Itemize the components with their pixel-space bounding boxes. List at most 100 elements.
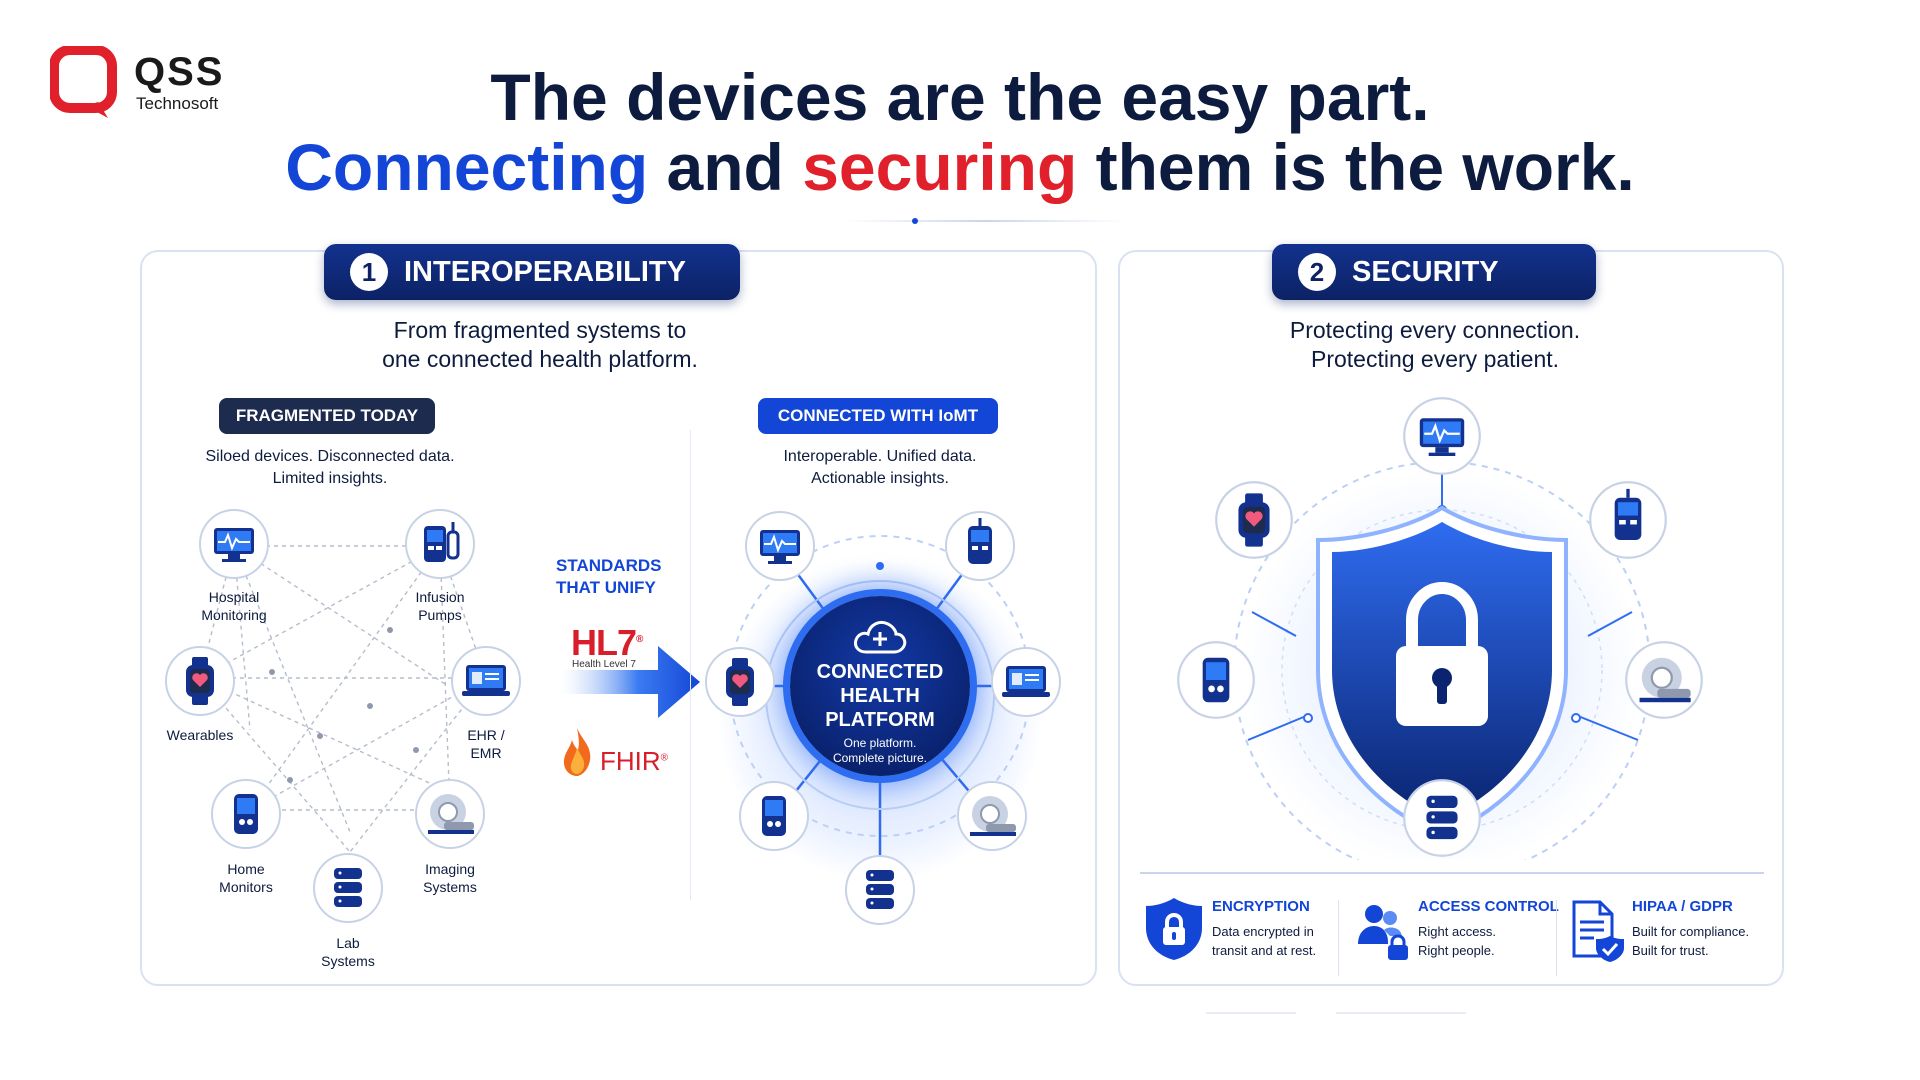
headline-divider bbox=[845, 220, 1125, 222]
users-lock-icon bbox=[1358, 905, 1408, 960]
home-monitor-icon bbox=[739, 781, 809, 851]
monitor-icon bbox=[1403, 397, 1481, 475]
feature-separator-2 bbox=[1556, 900, 1557, 976]
smartwatch-icon bbox=[1215, 481, 1293, 559]
connected-device-ehr bbox=[990, 646, 1062, 718]
database-icon bbox=[313, 853, 383, 923]
security-device-database bbox=[1402, 778, 1482, 858]
label-ehr-emr: EHR /EMR bbox=[467, 727, 505, 761]
connected-caption-line-1: Interoperable. Unified data. bbox=[783, 448, 977, 465]
connected-device-home-monitor bbox=[738, 780, 810, 852]
logo-subtitle: Technosoft bbox=[136, 94, 219, 113]
monitor-icon bbox=[199, 509, 269, 579]
feature-hipaa-gdpr-title: HIPAA / GDPR bbox=[1632, 898, 1733, 915]
device-wearables bbox=[164, 645, 236, 717]
security-device-infusion bbox=[1588, 480, 1668, 560]
document-check-icon bbox=[1572, 900, 1624, 962]
imaging-scanner-icon bbox=[415, 779, 485, 849]
home-monitor-icon bbox=[1177, 641, 1255, 719]
security-title: SECURITY bbox=[1352, 255, 1499, 288]
device-ehr-emr bbox=[450, 645, 522, 717]
headline-and: and bbox=[648, 130, 803, 204]
security-device-home-monitor bbox=[1176, 640, 1256, 720]
qss-logo: QSS Technosoft bbox=[50, 46, 250, 126]
infusion-pump-icon bbox=[1589, 481, 1667, 559]
fhir-flame-icon bbox=[563, 728, 591, 776]
smartwatch-icon bbox=[705, 647, 775, 717]
interop-subtitle-line-1: From fragmented systems to bbox=[393, 317, 687, 343]
headline-line-1: The devices are the easy part. bbox=[490, 60, 1430, 134]
shield-lock-icon bbox=[1146, 898, 1202, 960]
database-icon bbox=[1403, 779, 1481, 857]
headline-securing: securing bbox=[802, 130, 1078, 204]
logo-name: QSS bbox=[134, 50, 225, 94]
security-device-monitor bbox=[1402, 396, 1482, 476]
interop-subtitle-line-2: one connected health platform. bbox=[382, 346, 698, 372]
feature-access-control-text: Right access.Right people. bbox=[1418, 924, 1497, 958]
label-wearables: Wearables bbox=[166, 727, 234, 743]
connected-device-database bbox=[844, 854, 916, 926]
home-monitor-icon bbox=[211, 779, 281, 849]
security-device-wearable bbox=[1214, 480, 1294, 560]
hl7-logo: HL7® bbox=[571, 622, 643, 663]
footer-decoration-2 bbox=[1336, 1012, 1466, 1014]
smartwatch-icon bbox=[165, 646, 235, 716]
headline: The devices are the easy part. Connectin… bbox=[0, 62, 1920, 202]
infusion-pump-icon bbox=[405, 509, 475, 579]
hl7-subtitle: Health Level 7 bbox=[572, 659, 636, 670]
connected-device-monitor bbox=[744, 510, 816, 582]
arrow-right-icon bbox=[562, 646, 700, 718]
connected-caption-line-2: Actionable insights. bbox=[811, 470, 949, 487]
footer-decoration-1 bbox=[1206, 1012, 1296, 1014]
feature-encryption-title: ENCRYPTION bbox=[1212, 898, 1310, 915]
connected-device-imaging bbox=[956, 780, 1028, 852]
feature-access-control-title: ACCESS CONTROL bbox=[1418, 898, 1559, 915]
headline-line-2: Connecting and securing them is the work… bbox=[0, 132, 1920, 202]
monitor-icon bbox=[745, 511, 815, 581]
fragmented-caption: Siloed devices. Disconnected data. Limit… bbox=[190, 446, 470, 490]
device-home-monitors bbox=[210, 778, 282, 850]
ehr-laptop-icon bbox=[451, 646, 521, 716]
device-imaging-systems bbox=[414, 778, 486, 850]
security-banner: 2 SECURITY bbox=[1272, 244, 1596, 300]
step-number-1: 1 bbox=[350, 253, 388, 291]
device-hospital-monitoring bbox=[198, 508, 270, 580]
connected-caption: Interoperable. Unified data. Actionable … bbox=[740, 446, 1020, 490]
security-device-imaging bbox=[1624, 640, 1704, 720]
connected-device-infusion bbox=[944, 510, 1016, 582]
feature-hipaa-gdpr-text: Built for compliance.Built for trust. bbox=[1632, 924, 1750, 958]
fhir-logo: FHIR® bbox=[600, 746, 669, 776]
interoperability-title: INTEROPERABILITY bbox=[404, 255, 686, 288]
security-subtitle-line-2: Protecting every patient. bbox=[1310, 346, 1560, 372]
interop-separator bbox=[690, 430, 691, 900]
security-subtitle-line-1: Protecting every connection. bbox=[1289, 317, 1581, 343]
cloud-plus-icon bbox=[854, 620, 907, 654]
step-number-2: 2 bbox=[1298, 253, 1336, 291]
interoperability-banner: 1 INTEROPERABILITY bbox=[324, 244, 740, 300]
fragmented-caption-line-2: Limited insights. bbox=[272, 470, 388, 487]
connected-device-wearable bbox=[704, 646, 776, 718]
database-icon bbox=[845, 855, 915, 925]
headline-divider-dot bbox=[912, 218, 918, 224]
headline-tail: them is the work. bbox=[1077, 130, 1635, 204]
hub-subtitle: One platform.Complete picture. bbox=[832, 736, 928, 765]
connected-iomt-pill: CONNECTED WITH IoMT bbox=[758, 398, 998, 434]
fragmented-caption-line-1: Siloed devices. Disconnected data. bbox=[205, 448, 455, 465]
imaging-scanner-icon bbox=[1625, 641, 1703, 719]
imaging-scanner-icon bbox=[957, 781, 1027, 851]
infusion-pump-icon bbox=[945, 511, 1015, 581]
ehr-laptop-icon bbox=[991, 647, 1061, 717]
feature-separator-1 bbox=[1338, 900, 1339, 976]
device-lab-systems bbox=[312, 852, 384, 924]
headline-connecting: Connecting bbox=[285, 130, 649, 204]
